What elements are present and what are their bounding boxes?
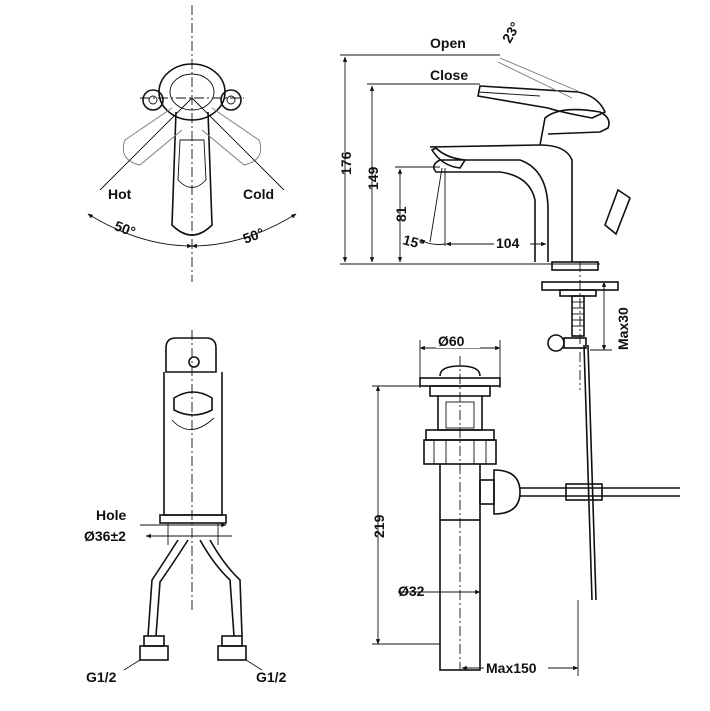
- height-176-label: 176: [338, 151, 354, 175]
- lift-rod: [587, 344, 597, 601]
- top-view-knob-left: [142, 89, 164, 111]
- side-view: 176 149 81 Open Close 23° 15° 104: [338, 19, 631, 271]
- hose-left: [147, 539, 179, 637]
- reach-label: 104: [496, 235, 520, 251]
- open-label: Open: [430, 35, 466, 51]
- top-view-cartridge: [169, 73, 215, 111]
- side-view-lever: [477, 85, 607, 119]
- front-view-base: [159, 514, 227, 524]
- overflow-connector: [493, 469, 521, 515]
- deck-max30-label: Max30: [615, 307, 631, 350]
- top-view-knob-right: [220, 89, 242, 111]
- hose-right: [199, 539, 235, 637]
- side-view-spout: [432, 159, 549, 262]
- top-view-lever-hot-position: [122, 107, 183, 166]
- fitting-left: [143, 635, 165, 647]
- hot-angle-arc: [87, 213, 193, 249]
- side-view-base: [551, 261, 599, 271]
- side-view-popup-rod: [604, 188, 631, 236]
- height-81-label: 81: [393, 206, 409, 222]
- cold-angle-arc: [191, 213, 297, 249]
- popup-assembly: Max30: [541, 262, 631, 601]
- front-view-aerator: [173, 391, 213, 416]
- front-view-body: [163, 372, 223, 516]
- top-view-lever-cold-position: [201, 107, 262, 166]
- inlet-right-label: G1/2: [256, 669, 287, 685]
- front-view: Hole Ø36±2 G1/2 G1/2: [84, 330, 287, 685]
- height-149-label: 149: [365, 166, 381, 190]
- waste-view: Ø60 219 Ø32 Max150: [371, 332, 680, 676]
- hot-label: Hot: [108, 186, 132, 202]
- pipe-diameter-label: Ø32: [398, 583, 425, 599]
- lever-angle-label: 23°: [499, 19, 523, 45]
- waste-height-label: 219: [371, 514, 387, 538]
- hole-diameter-label: Ø36±2: [84, 528, 126, 544]
- hot-angle-label: 50°: [112, 217, 137, 239]
- spout-angle-label: 15°: [401, 231, 426, 252]
- inlet-left-label: G1/2: [86, 669, 117, 685]
- hole-label: Hole: [96, 507, 127, 523]
- side-view-body-head: [539, 108, 610, 146]
- side-view-lever-open: [499, 57, 581, 93]
- waste-diameter-label: Ø60: [438, 333, 465, 349]
- front-view-lever: [165, 337, 217, 373]
- pipe-offset-label: Max150: [486, 660, 537, 676]
- close-label: Close: [430, 67, 468, 83]
- cold-angle-label: 50°: [241, 224, 266, 246]
- cold-label: Cold: [243, 186, 274, 202]
- fitting-right: [221, 635, 243, 647]
- hot-cold-indicator: [188, 356, 200, 368]
- clamp-knob: [547, 334, 565, 352]
- waste-plug: [439, 365, 481, 377]
- side-view-aerator: [430, 147, 467, 169]
- top-view: Hot Cold 50° 50°: [87, 5, 297, 282]
- waste-pipe: [439, 519, 481, 671]
- threaded-stud: [571, 295, 585, 337]
